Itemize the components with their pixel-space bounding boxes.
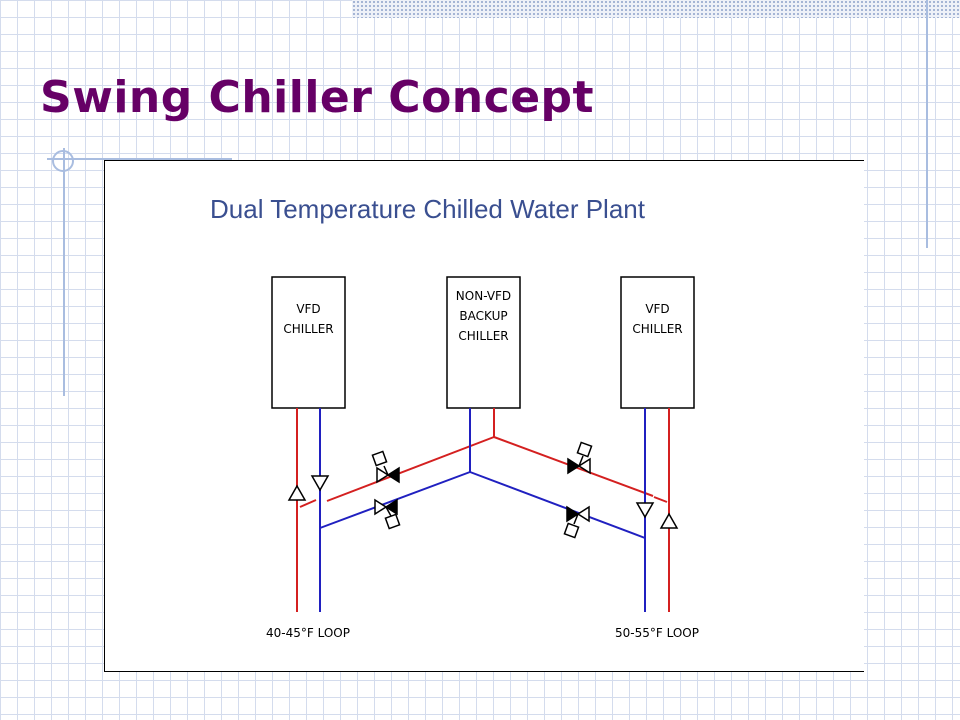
valve-right-lower <box>563 505 590 539</box>
blue-header-right <box>469 471 646 539</box>
red-tie-left <box>299 499 317 508</box>
chiller-right: VFD CHILLER <box>620 276 695 409</box>
red-tie-right <box>653 496 668 503</box>
valves <box>371 441 593 539</box>
chiller-right-label-1: VFD <box>645 302 669 316</box>
diagram-title: Dual Temperature Chilled Water Plant <box>210 194 645 224</box>
left-decorative-line <box>63 148 65 396</box>
flow-down-arrow-right <box>635 502 655 519</box>
flow-down-arrow-left <box>310 475 330 492</box>
red-header-left <box>326 436 495 502</box>
chiller-left-label-1: VFD <box>296 302 320 316</box>
blue-header-left <box>319 471 471 529</box>
loop-label-left: 40-45°F LOOP <box>266 626 350 640</box>
valve-left-lower <box>374 498 401 530</box>
flow-arrows <box>287 475 679 529</box>
flow-up-arrow-left <box>287 484 307 501</box>
flow-up-arrow-right <box>659 512 679 529</box>
slide-title: Swing Chiller Concept <box>40 72 595 123</box>
chiller-center-label-1: NON-VFD <box>456 289 511 303</box>
red-supply-piping <box>296 408 670 612</box>
valve-right-upper <box>567 441 593 475</box>
loop-label-right: 50-55°F LOOP <box>615 626 699 640</box>
chiller-left: VFD CHILLER <box>271 276 346 409</box>
circle-decoration <box>52 150 74 172</box>
blue-return-piping <box>319 408 646 612</box>
chiller-center: NON-VFD BACKUP CHILLER <box>446 276 521 409</box>
right-decorative-line <box>926 0 928 248</box>
top-decorative-band <box>352 0 960 18</box>
chiller-center-label-2: BACKUP <box>459 309 507 323</box>
chiller-left-label-2: CHILLER <box>283 322 333 336</box>
chiller-right-label-2: CHILLER <box>632 322 682 336</box>
diagram-panel <box>104 160 864 672</box>
chiller-center-label-3: CHILLER <box>458 329 508 343</box>
valve-left-upper <box>371 450 400 484</box>
title-underline-decoration <box>47 158 232 160</box>
